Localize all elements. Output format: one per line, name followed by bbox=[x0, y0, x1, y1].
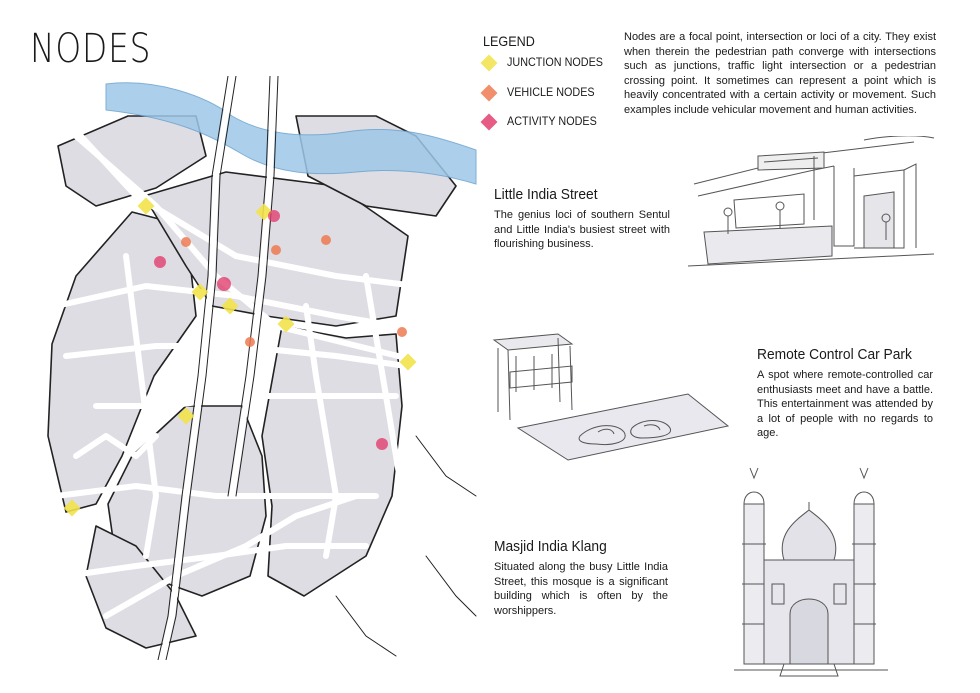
intro-paragraph: Nodes are a focal point, intersection or… bbox=[624, 31, 936, 116]
site-title-little-india: Little India Street bbox=[494, 186, 598, 203]
junction-swatch-icon bbox=[480, 54, 498, 72]
junction-node bbox=[221, 297, 239, 315]
vehicle-node bbox=[271, 245, 281, 255]
legend-label: VEHICLE NODES bbox=[507, 85, 595, 99]
legend-title: LEGEND bbox=[483, 33, 535, 49]
vehicle-node bbox=[321, 235, 331, 245]
site-desc-little-india: The genius loci of southern Sentul and L… bbox=[494, 209, 670, 250]
vehicle-node bbox=[397, 327, 407, 337]
vehicle-nodes bbox=[181, 235, 407, 347]
junction-node bbox=[277, 315, 295, 333]
activity-node bbox=[268, 210, 280, 222]
legend-label: JUNCTION NODES bbox=[507, 55, 604, 69]
junction-node bbox=[177, 407, 195, 425]
site-desc-car-park: A spot where remote-controlled car enthu… bbox=[757, 369, 933, 439]
vehicle-node bbox=[245, 337, 255, 347]
shophouse-sketch-icon bbox=[687, 136, 935, 267]
activity-node bbox=[217, 277, 231, 291]
site-title-car-park: Remote Control Car Park bbox=[757, 346, 912, 363]
site-title-masjid: Masjid India Klang bbox=[494, 538, 607, 555]
junction-node bbox=[191, 283, 209, 301]
river bbox=[105, 82, 477, 185]
activity-node bbox=[154, 256, 166, 268]
site-desc-masjid: Situated along the busy Little India Str… bbox=[494, 561, 668, 617]
activity-nodes bbox=[154, 210, 388, 450]
vehicle-node bbox=[181, 237, 191, 247]
nodes-map bbox=[41, 76, 479, 660]
car-park-sketch-icon bbox=[492, 333, 730, 461]
activity-node bbox=[376, 438, 388, 450]
mosque-sketch-icon bbox=[734, 467, 888, 677]
map-roads bbox=[41, 76, 479, 660]
page-title: NODES bbox=[30, 26, 152, 72]
legend-label: ACTIVITY NODES bbox=[507, 114, 597, 128]
block-southwest bbox=[85, 525, 197, 649]
block-north bbox=[57, 115, 207, 207]
junction-node bbox=[399, 353, 417, 371]
